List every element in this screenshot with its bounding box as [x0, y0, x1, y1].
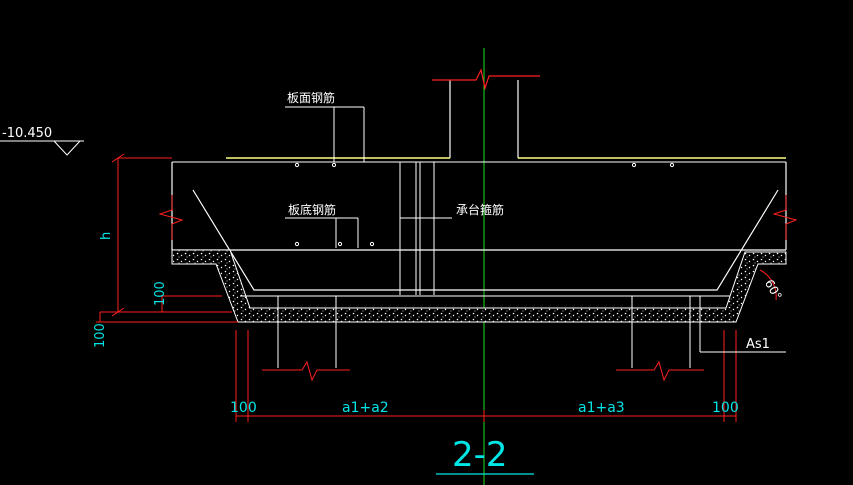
pile-right: [616, 296, 704, 382]
small-vertical-dims: [96, 295, 238, 323]
dim-span-right: a1+a3: [578, 400, 625, 416]
height-dim-label: h: [99, 232, 114, 240]
break-marks: [158, 195, 798, 240]
top-rebar-dots: [294, 162, 675, 168]
bottom-rebar-label: 板底钢筋: [288, 202, 336, 217]
bottom-rebar-dots: [294, 241, 375, 247]
cap-stirrup-label: 承台箍筋: [456, 202, 504, 217]
elevation-marker: [0, 140, 84, 156]
dim-right-100: 100: [712, 400, 739, 416]
angle-arc: [759, 269, 777, 301]
bottom-dimension-line: [235, 330, 737, 422]
top-rebar-leader: [285, 106, 365, 162]
vertical-dim-100-b: 100: [93, 323, 108, 348]
vertical-dim-100-a: 100: [153, 281, 168, 306]
pile-left: [262, 296, 350, 382]
height-dimension: [100, 153, 232, 317]
blinding-layer: [171, 249, 787, 323]
bottom-rebar-leader: [285, 217, 359, 248]
as1-leader: [699, 296, 786, 353]
cap-outline: [171, 162, 787, 291]
elevation-label: -10.450: [2, 126, 52, 141]
as1-label: As1: [746, 337, 770, 352]
dim-span-left: a1+a2: [342, 400, 389, 416]
top-rebar-label: 板面钢筋: [287, 90, 335, 105]
dim-left-100: 100: [230, 400, 257, 416]
angle-label: 60°: [762, 277, 785, 302]
stirrup-lines: [399, 162, 452, 295]
section-title: 2-2: [452, 435, 508, 475]
column-outline: [432, 68, 540, 158]
